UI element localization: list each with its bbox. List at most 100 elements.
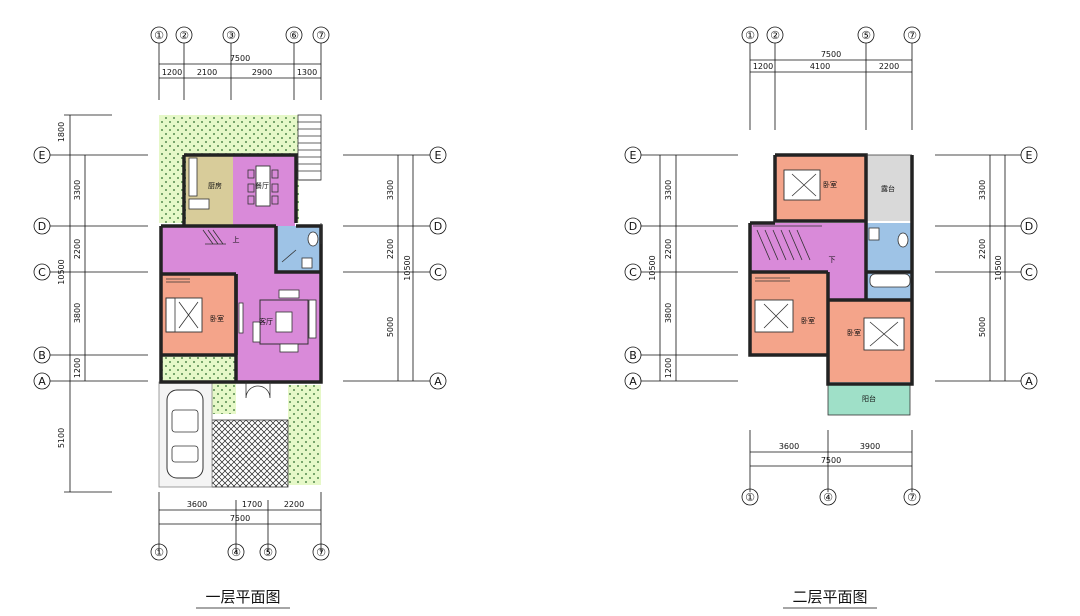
floor1-bottom-axis-3: ⑤ [263, 546, 273, 559]
floor2-right-axis-C: C [1025, 266, 1033, 279]
floor2-right-axis-D: D [1025, 220, 1033, 233]
floor1-axis-A: A [38, 375, 46, 388]
floor2-bottom-axis-2: ④ [823, 491, 833, 504]
floor2-top-axes: ① ② ⑤ ⑦ [741, 26, 921, 130]
sofa-icon [238, 289, 317, 353]
floor1-left-dim-6: 5100 [57, 428, 66, 448]
floor1-bottom-total-dim: 7500 [230, 514, 250, 523]
floor1-top-dim-4: 1300 [297, 68, 317, 77]
floor2-top-dim-3: 2200 [879, 62, 899, 71]
floor1-bottom-axis-2: ④ [231, 546, 241, 559]
floor2-axis-C: C [629, 266, 637, 279]
floor2-top-total-dim: 7500 [821, 50, 841, 59]
floor1-top-axis-1: ① [154, 29, 164, 42]
floor1-axis-D: D [38, 220, 46, 233]
dining-table-icon [247, 165, 279, 207]
floor2-right-dim-1: 3300 [978, 180, 987, 200]
floor1-bedroom-label: 卧室 [210, 314, 224, 323]
floor1-axis-B: B [38, 349, 46, 362]
floor2-bottom-total-dim: 7500 [821, 456, 841, 465]
floor1-plan: ① ② ③ ⑥ ⑦ 7500 1200 2100 2900 1300 E D C… [33, 26, 447, 609]
floor1-left-dim-5: 1200 [73, 358, 82, 378]
floor1-right-total-dim: 10500 [403, 255, 412, 280]
floor1-back-lawn [161, 356, 236, 382]
floor2-bedroom-top-label: 卧室 [823, 180, 837, 189]
floor2-top-axis-4: ⑦ [907, 29, 917, 42]
floor1-entry-steps [297, 114, 322, 181]
floor1-left-total-dim: 10500 [57, 259, 66, 284]
bed-icon [165, 297, 203, 333]
floor1-garden-strip [288, 385, 321, 485]
floor2-bottom-axis-1: ① [745, 491, 755, 504]
floor2-right-axis-A: A [1025, 375, 1033, 388]
floor2-bed-left-icon [754, 299, 794, 333]
floor1-right-axis-A: A [434, 375, 442, 388]
floor2-bed-top-icon [783, 169, 821, 201]
floor1-top-dim-1: 1200 [162, 68, 182, 77]
floor1-title: 一层平面图 [205, 588, 280, 606]
floor2-axis-A: A [629, 375, 637, 388]
floor2-top-dim-1: 1200 [753, 62, 773, 71]
floor2-stair-down-label: 下 [829, 256, 836, 264]
floor2-bottom-dim-2: 3900 [860, 442, 880, 451]
floor1-right-dim-3: 5000 [386, 317, 395, 337]
floor1-kitchen-label: 厨房 [208, 181, 222, 190]
floor1-bottom-axes: ① ④ ⑤ ⑦ [150, 543, 330, 561]
floor2-bed-right-icon [863, 317, 905, 351]
floor2-top-axis-3: ⑤ [861, 29, 871, 42]
floor1-left-dim-4: 3800 [73, 303, 82, 323]
floor2-plan: ① ② ⑤ ⑦ 7500 1200 4100 2200 E D C B A 33… [624, 26, 1038, 609]
floor1-right-axis-D: D [434, 220, 442, 233]
car-icon [166, 389, 204, 479]
floor2-terrace-label: 露台 [881, 184, 895, 193]
floor2-right-axes: E D C A [935, 146, 1038, 390]
floor2-top-axis-1: ① [745, 29, 755, 42]
floor2-toilet-icon [868, 227, 911, 288]
floor2-right-total-dim: 10500 [994, 255, 1003, 280]
floor1-top-axes: ① ② ③ ⑥ ⑦ [150, 26, 330, 100]
floor2-left-axes: E D C B A [624, 146, 738, 390]
floor1-right-axes: E D C A [343, 146, 447, 390]
floor2-hall-lower [828, 272, 866, 302]
floor2-left-dim-1: 3300 [664, 180, 673, 200]
floor1-bottom-dim-1: 3600 [187, 500, 207, 509]
floor1-bottom-axis-1: ① [154, 546, 164, 559]
floor1-top-dim-3: 2900 [252, 68, 272, 77]
floor1-right-dim-1: 3300 [386, 180, 395, 200]
floor1-stair-up-label: 上 [233, 235, 240, 244]
floor1-top-axis-2: ② [179, 29, 189, 42]
floor1-left-dim-3: 2200 [73, 239, 82, 259]
floor2-top-axis-2: ② [770, 29, 780, 42]
floor2-right-axis-E: E [1026, 149, 1033, 162]
floor1-left-dim-2: 3300 [73, 180, 82, 200]
floor2-left-dim-2: 2200 [664, 239, 673, 259]
floor1-top-total-dim: 7500 [230, 54, 250, 63]
floor1-axis-C: C [38, 266, 46, 279]
floor2-top-dim-2: 4100 [810, 62, 830, 71]
floor2-bottom-axes: ① ④ ⑦ [741, 488, 921, 506]
floor2-balcony-label: 阳台 [862, 394, 876, 403]
floor2-bedroom-left-label: 卧室 [801, 316, 815, 325]
floor2-left-total-dim: 10500 [648, 255, 657, 280]
floor2-axis-D: D [629, 220, 637, 233]
floor1-top-axis-4: ⑥ [289, 29, 299, 42]
floor1-top-axis-3: ③ [226, 29, 236, 42]
floor2-left-dim-4: 1200 [664, 358, 673, 378]
floor2-bottom-dim-1: 3600 [779, 442, 799, 451]
floor2-title: 二层平面图 [792, 588, 867, 606]
floor2-axis-E: E [630, 149, 637, 162]
floor1-right-axis-E: E [435, 149, 442, 162]
floor2-hall [750, 223, 866, 272]
floor1-axis-E: E [39, 149, 46, 162]
floor1-left-axes: E D C B A [33, 114, 148, 493]
floor1-dining-label: 餐厅 [255, 181, 269, 190]
floor1-top-axis-5: ⑦ [316, 29, 326, 42]
floor1-paved-court [211, 419, 289, 488]
floor1-living-label: 客厅 [259, 317, 273, 326]
floor2-bedroom-right-label: 卧室 [847, 328, 861, 337]
floor1-bottom-axis-4: ⑦ [316, 546, 326, 559]
floor2-left-dim-3: 3800 [664, 303, 673, 323]
floor2-terrace [866, 155, 911, 221]
